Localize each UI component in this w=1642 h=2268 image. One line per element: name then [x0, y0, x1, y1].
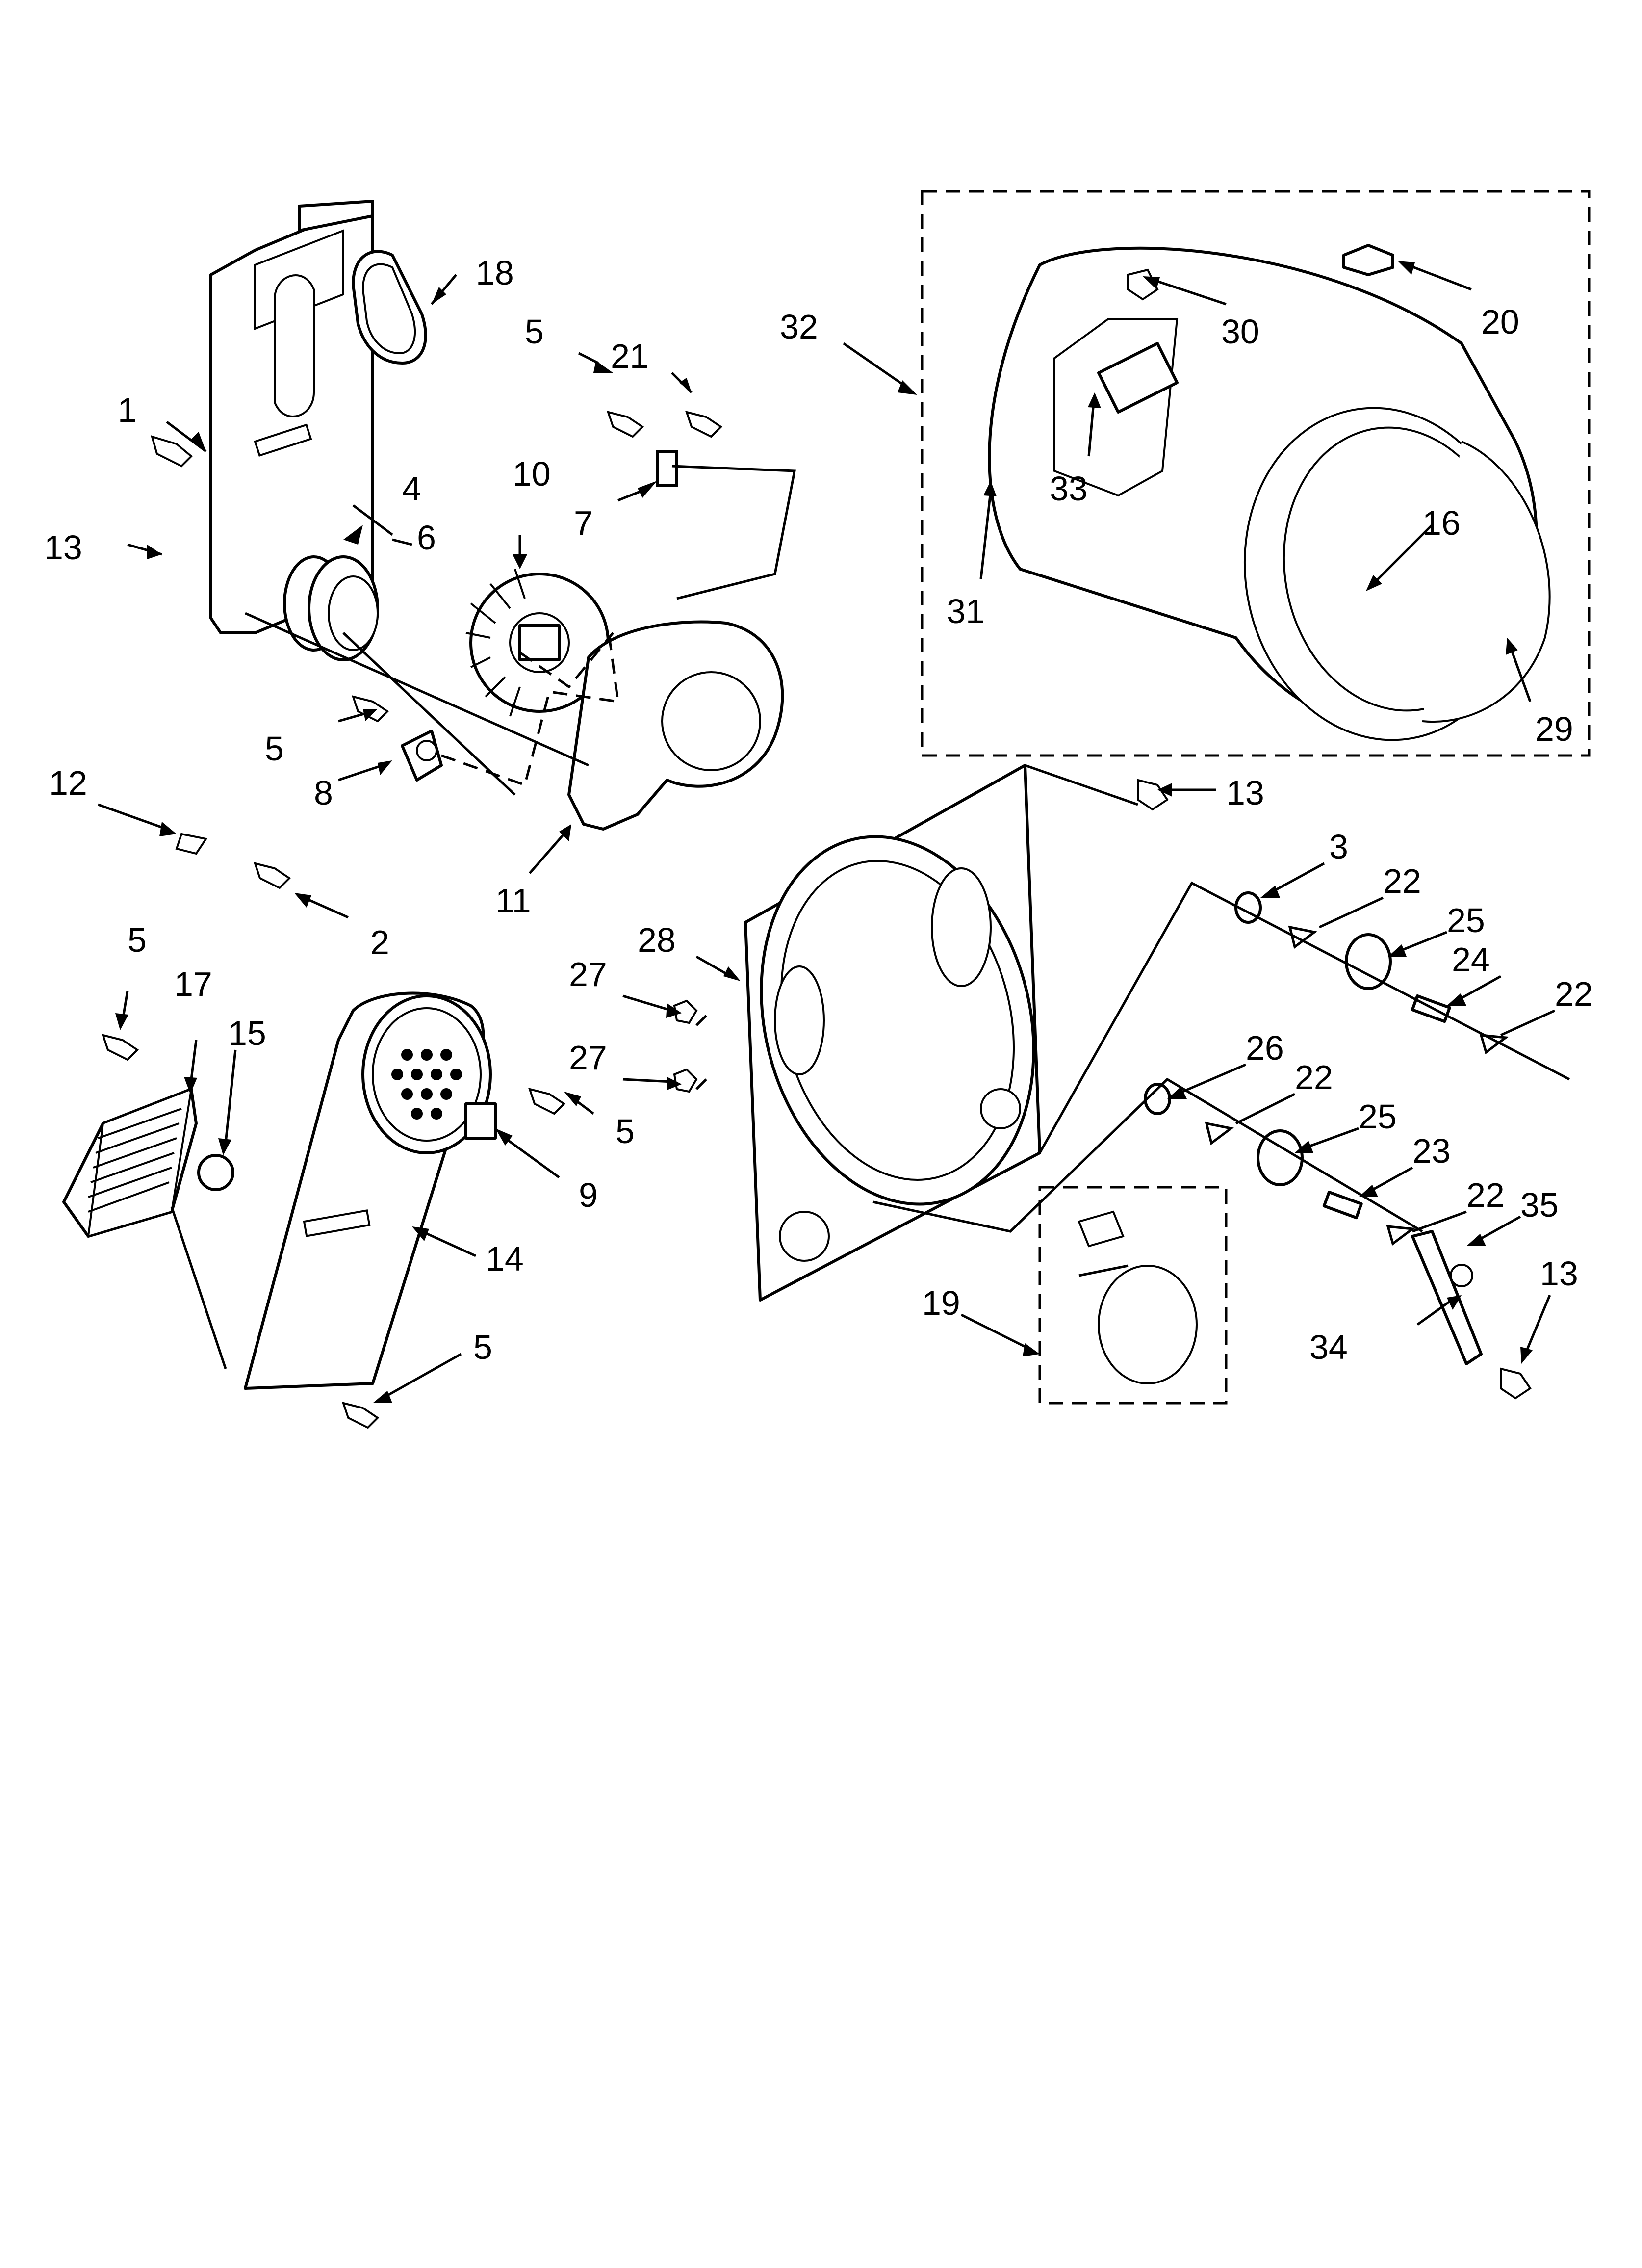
callout-6: 6 — [417, 519, 436, 557]
callout-35: 35 — [1520, 1186, 1559, 1224]
callout-5e: 5 — [473, 1328, 492, 1366]
callout-26: 26 — [1246, 1029, 1284, 1067]
callout-10: 10 — [513, 455, 551, 493]
thermostat-8 — [401, 730, 443, 782]
thermal-fuse-15 — [197, 1154, 234, 1191]
callout-22c: 22 — [1295, 1058, 1333, 1096]
assembly-lines — [170, 465, 1570, 1369]
baffle-clip-20 — [1342, 244, 1394, 276]
drum-assembly-box — [921, 190, 1591, 757]
callout-4: 4 — [402, 469, 421, 508]
small-screws-upper-left — [151, 411, 723, 889]
callout-19: 19 — [922, 1284, 960, 1322]
callout-13b: 13 — [1226, 774, 1264, 812]
callout-16: 16 — [1422, 504, 1461, 542]
bracket-7 — [656, 450, 678, 487]
leader-arrows — [98, 261, 1556, 1403]
callout-1: 1 — [118, 391, 137, 429]
callout-22: 22 — [1383, 862, 1421, 900]
callout-labels: 1 2 3 4 5 5 5 5 5 6 7 8 9 10 11 12 13 13… — [44, 254, 1593, 1366]
callout-21: 21 — [611, 337, 649, 375]
front-bulkhead-panel — [209, 200, 374, 634]
callout-31: 31 — [947, 592, 985, 630]
blower-wheel-10 — [465, 569, 610, 717]
nuts-27 — [673, 999, 698, 1093]
callout-5c: 5 — [128, 921, 147, 959]
callout-24: 24 — [1452, 940, 1490, 979]
callout-13c: 13 — [1540, 1254, 1578, 1293]
callout-28: 28 — [638, 921, 676, 959]
callout-27: 27 — [569, 955, 607, 993]
callout-3: 3 — [1329, 828, 1348, 866]
callout-22b: 22 — [1555, 975, 1593, 1013]
callout-23: 23 — [1412, 1132, 1451, 1170]
sensor-9 — [464, 1102, 497, 1140]
duct-14 — [244, 991, 492, 1390]
bracket-34-35 — [1137, 779, 1532, 1400]
heater-17 — [62, 1087, 198, 1238]
callout-7: 7 — [574, 504, 593, 542]
callout-17: 17 — [174, 965, 212, 1003]
callout-18: 18 — [476, 254, 514, 292]
callout-25: 25 — [1447, 901, 1485, 939]
callout-34: 34 — [1309, 1328, 1348, 1366]
callout-20: 20 — [1481, 303, 1519, 341]
callout-14: 14 — [486, 1240, 524, 1278]
callout-13: 13 — [44, 528, 82, 567]
rear-bulkhead-28 — [744, 764, 1041, 1302]
duct-rings-4-6 — [283, 555, 379, 661]
wire-harness-19-box — [1038, 1186, 1228, 1405]
callout-33: 33 — [1050, 469, 1088, 508]
blower-housing-11 — [567, 620, 784, 831]
callout-12: 12 — [49, 764, 87, 802]
callout-2: 2 — [370, 923, 389, 962]
drum-seal-29 — [1422, 441, 1551, 723]
callout-29: 29 — [1535, 710, 1573, 748]
callout-15: 15 — [228, 1014, 266, 1052]
callout-27b: 27 — [569, 1039, 607, 1077]
callout-5b: 5 — [265, 730, 284, 768]
seal-ring-18 — [352, 250, 427, 365]
callout-22d: 22 — [1466, 1176, 1505, 1214]
callout-9: 9 — [579, 1176, 598, 1214]
callout-8: 8 — [314, 774, 333, 812]
callout-32: 32 — [780, 308, 818, 346]
callout-11: 11 — [495, 882, 531, 920]
callout-25b: 25 — [1359, 1097, 1397, 1136]
callout-5d: 5 — [616, 1112, 635, 1150]
screws-lower-left — [101, 1034, 566, 1429]
grid-holes — [391, 1049, 462, 1120]
callout-30: 30 — [1221, 313, 1259, 351]
callout-5: 5 — [525, 313, 544, 351]
